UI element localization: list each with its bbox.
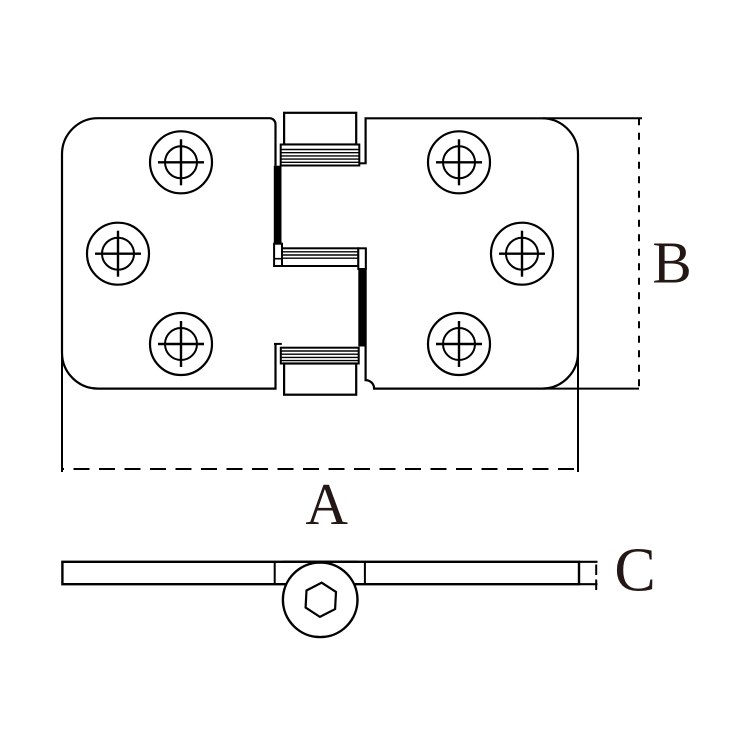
svg-text:B: B (652, 229, 691, 295)
svg-text:A: A (305, 471, 348, 537)
svg-text:C: C (614, 537, 655, 605)
